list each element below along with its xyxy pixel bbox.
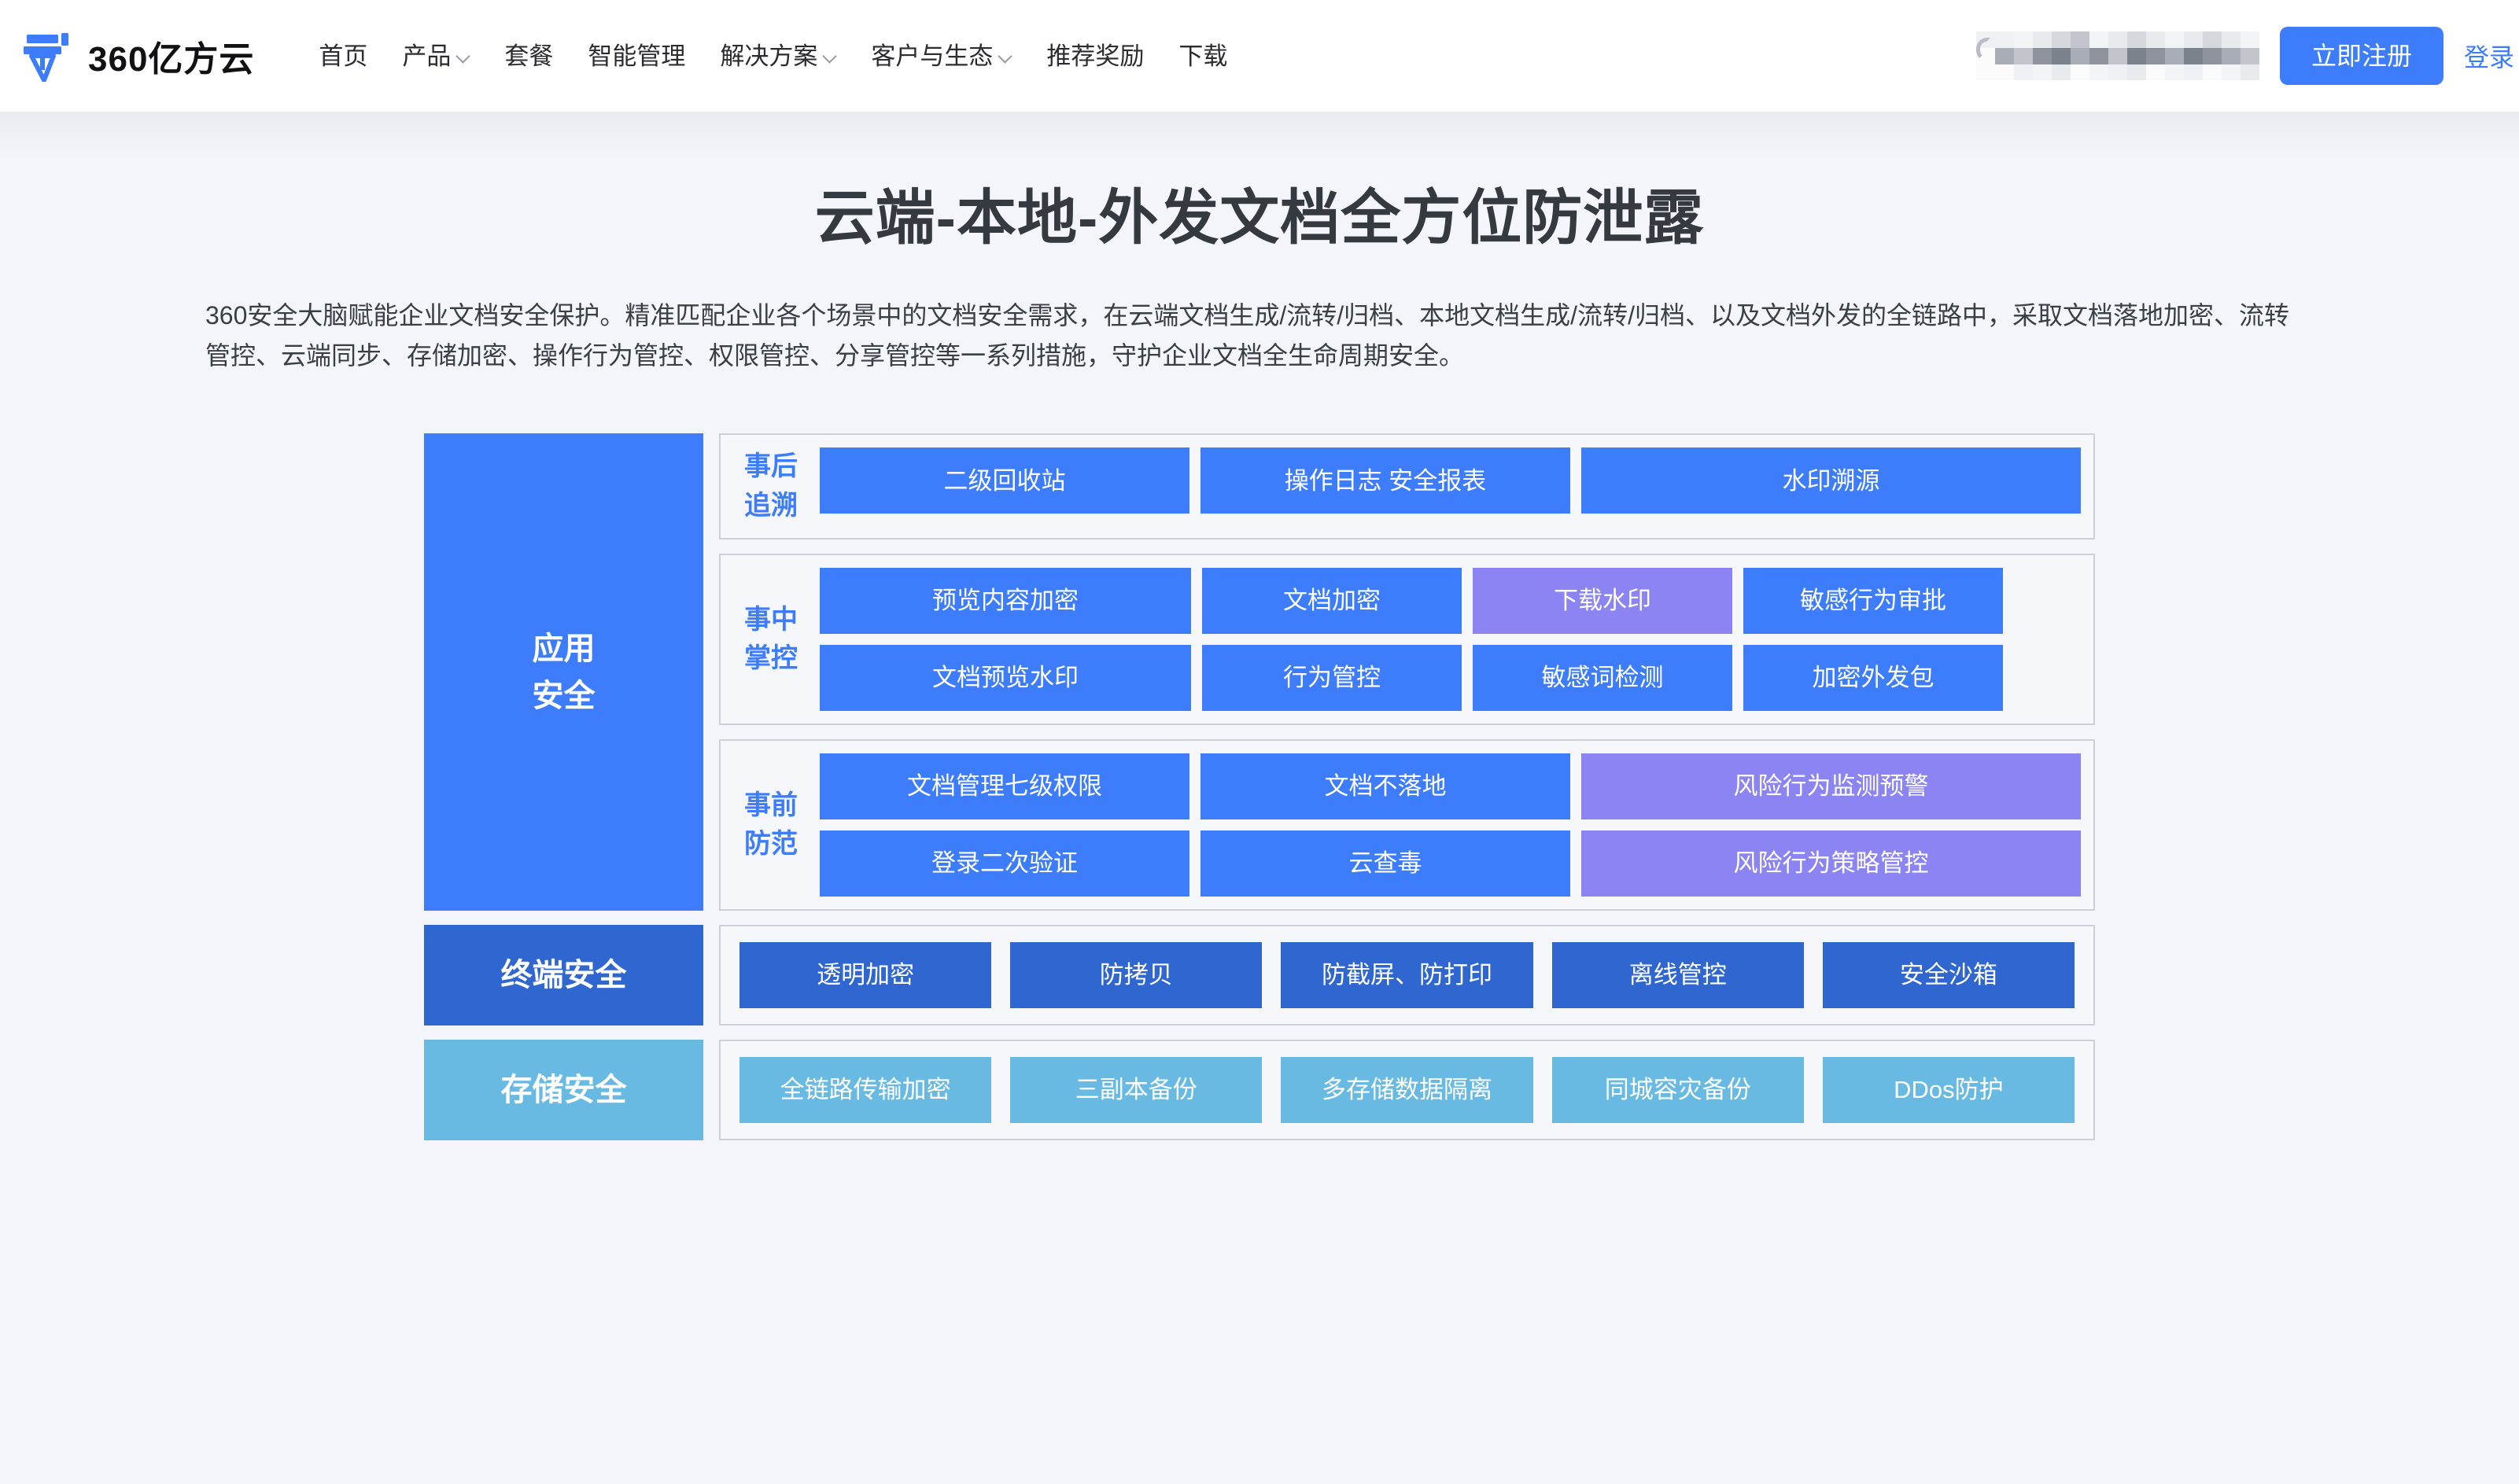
tile-transparent-encryption[interactable]: 透明加密 — [739, 941, 992, 1008]
chevron-down-icon — [457, 51, 470, 64]
tile-full-link-transmission-encryption[interactable]: 全链路传输加密 — [739, 1056, 992, 1123]
layer-label-line1: 应用 — [532, 631, 596, 666]
tile-ddos-protection[interactable]: DDos防护 — [1822, 1056, 2075, 1123]
tile-sensitive-word-detection[interactable]: 敏感词检测 — [1473, 644, 1732, 711]
tile-download-watermark[interactable]: 下载水印 — [1473, 567, 1732, 634]
group-label-line2: 防范 — [744, 828, 798, 859]
nav-item-referral-rewards[interactable]: 推荐奖励 — [1029, 44, 1161, 68]
tile-seven-level-document-permissions[interactable]: 文档管理七级权限 — [820, 753, 1189, 819]
tile-multi-storage-data-isolation[interactable]: 多存储数据隔离 — [1281, 1056, 1533, 1123]
tile-preview-content-encryption[interactable]: 预览内容加密 — [820, 567, 1191, 634]
group-rows: 预览内容加密 文档加密 下载水印 敏感行为审批 文档预览水印 行为管控 敏感词检… — [820, 567, 2081, 711]
tile-cloud-antivirus[interactable]: 云查毒 — [1200, 830, 1570, 897]
layer-endpoint-security: 终端安全 透明加密 防拷贝 防截屏、防打印 离线管控 安全沙箱 — [424, 924, 2095, 1026]
chevron-down-icon — [824, 51, 836, 64]
layer-application-security: 应用 安全 事后 追溯 二级回收站 操 — [424, 433, 2095, 911]
tile-row: 登录二次验证 云查毒 风险行为策略管控 — [820, 830, 2081, 897]
group-rows: 文档管理七级权限 文档不落地 风险行为监测预警 登录二次验证 云查毒 风险行为策… — [820, 753, 2081, 897]
tile-document-preview-watermark[interactable]: 文档预览水印 — [820, 644, 1191, 711]
group-label-line1: 事后 — [744, 451, 798, 482]
nav-item-label: 套餐 — [504, 42, 554, 70]
brand-logo[interactable]: 360亿方云 — [24, 30, 255, 83]
tile-row: 文档预览水印 行为管控 敏感词检测 加密外发包 — [820, 644, 2081, 711]
yifangyun-pen-logo-icon — [24, 30, 74, 83]
tile-security-sandbox[interactable]: 安全沙箱 — [1822, 941, 2075, 1008]
tile-watermark-tracing[interactable]: 水印溯源 — [1581, 447, 2081, 514]
tile-login-two-factor-verification[interactable]: 登录二次验证 — [820, 830, 1189, 897]
group-label-pre-incident-prevention: 事前 防范 — [733, 753, 809, 897]
main-navigation: 首页 产品 套餐 智能管理 解决方案 客户与生态 推荐奖励 下载 — [301, 44, 1245, 68]
page-description: 360安全大脑赋能企业文档安全保护。精准匹配企业各个场景中的文档安全需求，在云端… — [205, 300, 2289, 370]
layer-label-application-security: 应用 安全 — [424, 433, 703, 911]
chevron-down-icon — [999, 51, 1012, 64]
tile-behavior-control[interactable]: 行为管控 — [1202, 644, 1462, 711]
tile-row: 文档管理七级权限 文档不落地 风险行为监测预警 — [820, 753, 2081, 819]
nav-item-home[interactable]: 首页 — [301, 44, 385, 68]
nav-item-label: 首页 — [319, 42, 368, 70]
group-label-post-incident-tracing: 事后 追溯 — [733, 447, 809, 525]
group-label-line1: 事前 — [744, 790, 798, 820]
layer-body-application-security: 事后 追溯 二级回收站 操作日志 安全报表 水印溯源 — [719, 433, 2095, 911]
layer-storage-security: 存储安全 全链路传输加密 三副本备份 多存储数据隔离 同城容灾备份 DDos防护 — [424, 1039, 2095, 1140]
tile-row: 预览内容加密 文档加密 下载水印 敏感行为审批 — [820, 567, 2081, 634]
nav-item-label: 下载 — [1178, 42, 1228, 70]
layer-label-line2: 安全 — [532, 678, 596, 713]
tile-anti-copy[interactable]: 防拷贝 — [1010, 941, 1263, 1008]
brand-name: 360亿方云 — [88, 40, 255, 79]
tile-risk-behavior-monitoring-alert[interactable]: 风险行为监测预警 — [1581, 753, 2081, 819]
group-post-incident-tracing: 事后 追溯 二级回收站 操作日志 安全报表 水印溯源 — [719, 433, 2095, 539]
tile-document-encryption[interactable]: 文档加密 — [1202, 567, 1462, 634]
masked-account-name — [1975, 31, 2259, 80]
nav-item-download[interactable]: 下载 — [1161, 44, 1245, 68]
page-content: 云端-本地-外发文档全方位防泄露 360安全大脑赋能企业文档安全保护。精准匹配企… — [178, 112, 2341, 1140]
group-rows: 二级回收站 操作日志 安全报表 水印溯源 — [820, 447, 2081, 525]
header-actions: 立即注册 登录 — [1975, 27, 2519, 85]
nav-item-customers-ecosystem[interactable]: 客户与生态 — [854, 44, 1029, 68]
nav-item-label: 产品 — [402, 42, 452, 70]
group-pre-incident-prevention: 事前 防范 文档管理七级权限 文档不落地 风险行为监测预警 登录二次验证 云查毒 — [719, 738, 2095, 911]
login-link[interactable]: 登录 — [2463, 43, 2514, 72]
nav-item-smart-management[interactable]: 智能管理 — [570, 44, 703, 68]
tile-offline-control[interactable]: 离线管控 — [1551, 941, 1804, 1008]
site-header: 360亿方云 首页 产品 套餐 智能管理 解决方案 客户与生态 推荐奖励 下载 — [0, 0, 2519, 112]
layer-label-endpoint-security: 终端安全 — [424, 924, 703, 1026]
tile-same-city-disaster-recovery-backup[interactable]: 同城容灾备份 — [1551, 1056, 1804, 1123]
tile-row: 二级回收站 操作日志 安全报表 水印溯源 — [820, 447, 2081, 514]
nav-item-products[interactable]: 产品 — [385, 44, 487, 68]
page-title: 云端-本地-外发文档全方位防泄露 — [814, 185, 1705, 252]
security-architecture-diagram: 应用 安全 事后 追溯 二级回收站 操 — [424, 433, 2095, 1140]
group-label-in-process-control: 事中 掌控 — [733, 568, 809, 711]
group-in-process-control: 事中 掌控 预览内容加密 文档加密 下载水印 敏感行为审批 文档预览水印 — [719, 553, 2095, 725]
register-button[interactable]: 立即注册 — [2279, 27, 2443, 85]
tile-anti-screenshot-anti-print[interactable]: 防截屏、防打印 — [1281, 941, 1533, 1008]
nav-item-label: 客户与生态 — [871, 42, 994, 70]
nav-item-label: 智能管理 — [588, 42, 686, 70]
tile-encrypted-outbound-package[interactable]: 加密外发包 — [1743, 644, 2003, 711]
group-label-line2: 追溯 — [744, 490, 798, 521]
tile-secondary-recycle-bin[interactable]: 二级回收站 — [820, 447, 1189, 514]
group-storage-security-tiles: 全链路传输加密 三副本备份 多存储数据隔离 同城容灾备份 DDos防护 — [719, 1039, 2095, 1140]
tile-risk-behavior-policy-control[interactable]: 风险行为策略管控 — [1581, 830, 2081, 897]
tile-triple-replica-backup[interactable]: 三副本备份 — [1010, 1056, 1263, 1123]
nav-item-label: 解决方案 — [720, 42, 818, 70]
nav-item-plans[interactable]: 套餐 — [487, 44, 570, 68]
tile-no-local-document-storage[interactable]: 文档不落地 — [1200, 753, 1570, 819]
layer-label-storage-security: 存储安全 — [424, 1039, 703, 1140]
group-label-line2: 掌控 — [744, 643, 798, 673]
tile-sensitive-behavior-approval[interactable]: 敏感行为审批 — [1743, 567, 2003, 634]
tile-operation-log-security-report[interactable]: 操作日志 安全报表 — [1200, 447, 1570, 514]
nav-item-solutions[interactable]: 解决方案 — [703, 44, 854, 68]
group-endpoint-security-tiles: 透明加密 防拷贝 防截屏、防打印 离线管控 安全沙箱 — [719, 924, 2095, 1026]
group-label-line1: 事中 — [744, 604, 798, 635]
nav-item-label: 推荐奖励 — [1046, 42, 1145, 70]
